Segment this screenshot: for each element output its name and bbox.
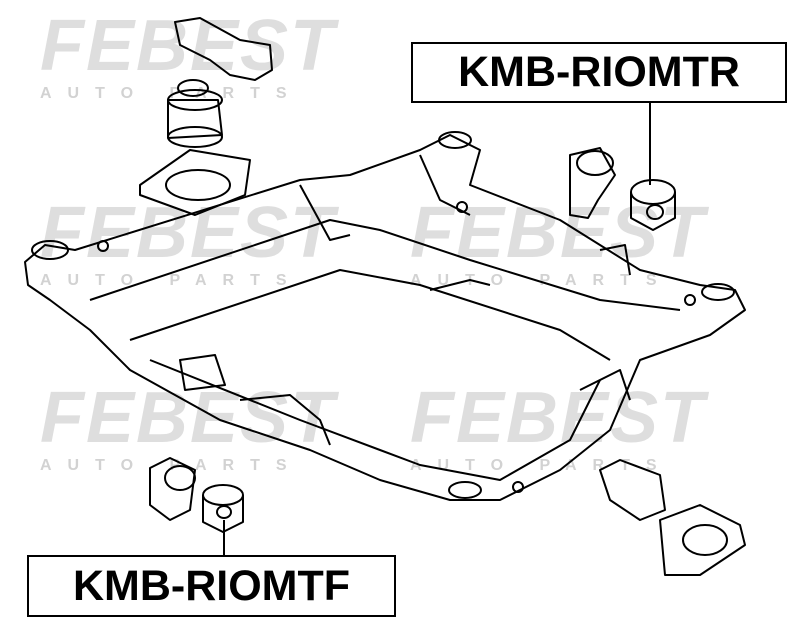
subframe [24,131,746,501]
front-mount-parts [149,457,244,533]
transmission-mount-parts [599,459,746,576]
part-label-front-mount: KMB-RIOMTF [27,555,396,617]
part-label-rear-mount: KMB-RIOMTR [411,42,787,103]
engine-mount-upper [139,17,273,216]
rear-mount-parts [569,147,676,231]
